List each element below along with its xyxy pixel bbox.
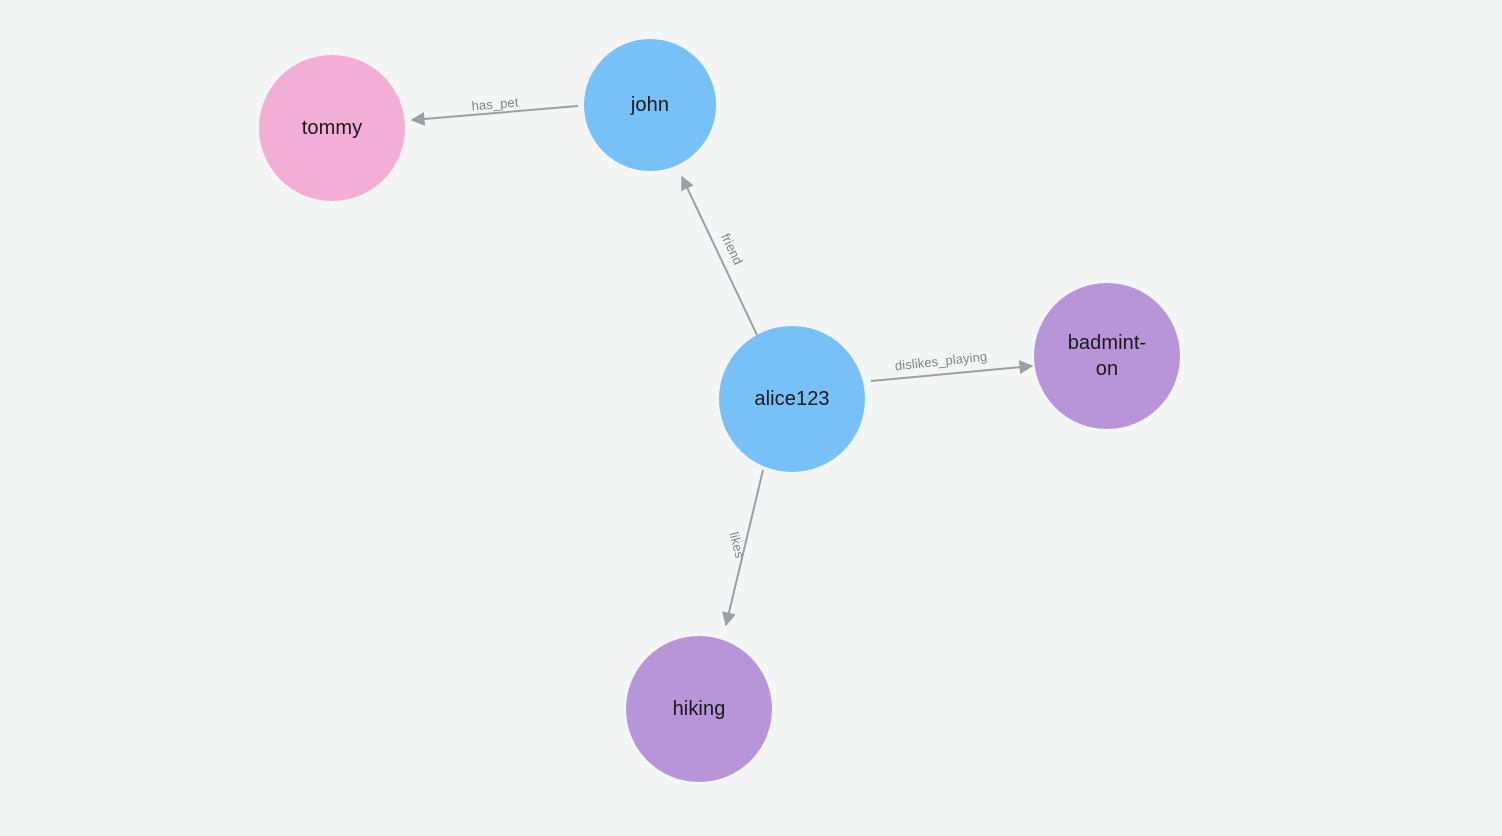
graph-node-tommy[interactable]: tommy <box>259 55 405 201</box>
graph-edge-has_pet[interactable] <box>410 105 579 126</box>
graph-edge-likes[interactable] <box>722 469 764 627</box>
node-label-tommy: tommy <box>301 117 363 139</box>
node-label-john: john <box>630 94 670 116</box>
node-label-badminton: badmint- on <box>1067 332 1147 380</box>
graph-node-badminton[interactable]: badmint- on <box>1034 283 1180 429</box>
graph-node-alice123[interactable]: alice123 <box>719 326 865 472</box>
graph-node-john[interactable]: john <box>584 39 716 171</box>
graph-edge-dislikes_playing[interactable] <box>870 360 1034 382</box>
node-label-alice123: alice123 <box>754 388 830 410</box>
graph-edge-friend[interactable] <box>681 175 758 336</box>
node-label-hiking: hiking <box>672 698 726 720</box>
graph-edge-lines <box>410 105 1034 627</box>
graph-node-hiking[interactable]: hiking <box>626 636 772 782</box>
